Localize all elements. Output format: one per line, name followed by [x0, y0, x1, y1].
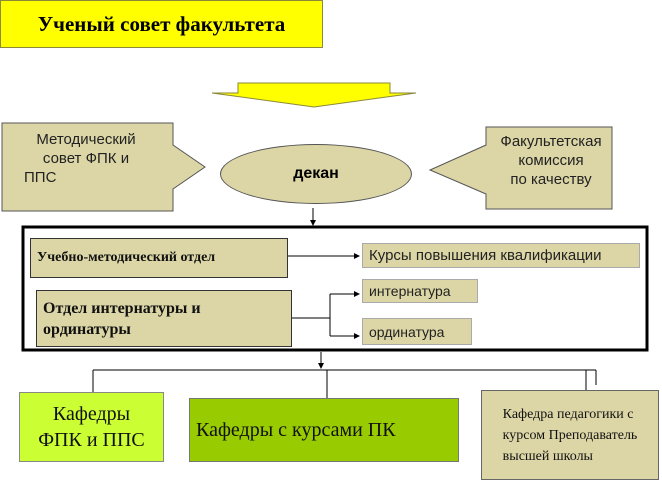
fpk-departments-line-1: Кафедры [52, 403, 131, 425]
internship-label: интернатура [369, 283, 451, 299]
courses-box: Курсы повышения квалификации [362, 243, 640, 268]
internship-department-line-2: ординатуры [43, 320, 131, 338]
quality-commission-line-3: по качеству [510, 171, 592, 188]
residency-label: ординатура [369, 323, 445, 340]
departments-frame [21, 225, 649, 352]
courses-label: Курсы повышения квалификации [369, 247, 602, 264]
pedagogy-line-2: курсом Преподаватель [502, 427, 638, 443]
method-council-line-2: совет ФПК и [42, 150, 130, 167]
down-arrow-yellow [211, 82, 417, 108]
dean-down-arrowhead [310, 220, 316, 226]
method-council-line-1: Методический [36, 131, 136, 148]
dean-ellipse: декан [220, 144, 412, 204]
pedagogy-line-1: Кафедра педагогики с [502, 406, 634, 422]
internship-department-line-1: Отдел интернатуры и [43, 299, 201, 317]
pk-departments-label: Кафедры с курсами ПК [196, 418, 396, 441]
method-council-line-3: ППС [24, 169, 57, 186]
left-arrow-khaki [1, 122, 206, 212]
internship-box: интернатура [362, 279, 478, 303]
frame-down-arrowhead [318, 363, 324, 369]
residency-box: ординатура [362, 318, 472, 345]
fpk-departments-line-2: ФПК и ППС [38, 429, 145, 451]
method-council-label: Методический совет ФПК и ППС [6, 130, 166, 187]
pedagogy-line-3: высшей школы [502, 448, 593, 464]
quality-commission-line-1: Факультетская [500, 133, 602, 150]
umo-department-label: Учебно-методический отдел [37, 250, 216, 265]
quality-commission-line-2: комиссия [518, 152, 584, 169]
internship-department-box: Отдел интернатуры и ординатуры [36, 290, 292, 347]
right-arrow-khaki [428, 126, 613, 210]
pk-departments-box: Кафедры с курсами ПК [189, 398, 459, 462]
fpk-departments-box: Кафедры ФПК и ППС [19, 392, 164, 462]
faculty-council-label: Ученый совет факультета [37, 11, 286, 36]
faculty-council-box: Ученый совет факультета [0, 0, 323, 48]
umo-department-box: Учебно-методический отдел [30, 238, 288, 278]
pedagogy-department-box: Кафедра педагогики с курсом Преподавател… [481, 390, 659, 480]
quality-commission-label: Факультетская комиссия по качеству [484, 132, 618, 189]
dean-label: декан [293, 165, 339, 182]
